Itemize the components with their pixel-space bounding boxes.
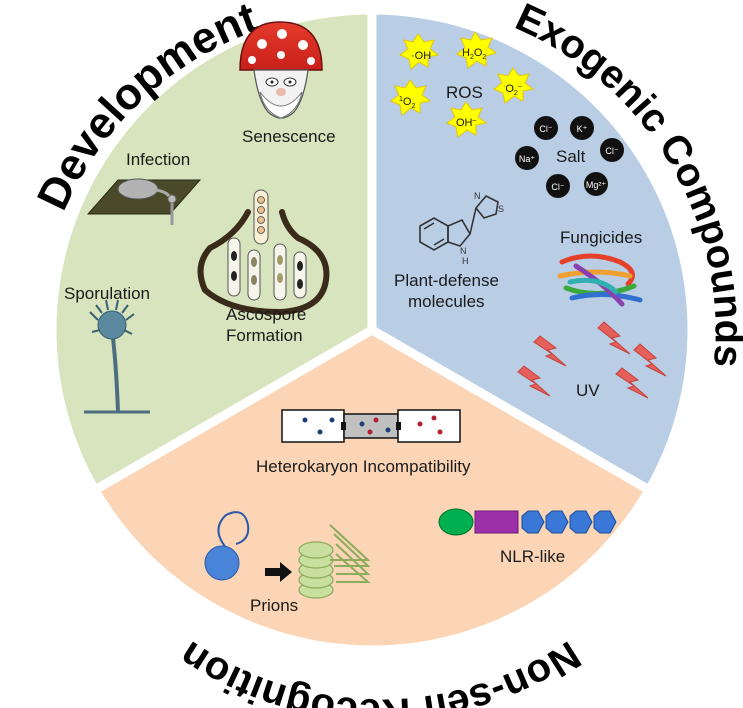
heterokaryon-label: Heterokaryon Incompatibility — [256, 457, 471, 476]
svg-text:·OH: ·OH — [411, 50, 431, 62]
atom-n: N — [474, 191, 481, 201]
nlr-protein-icon — [438, 508, 617, 536]
prion-icon — [204, 511, 371, 599]
salt-ions: Cl⁻ K⁺ Na⁺ Cl⁻ Cl⁻ Mg²⁺ — [515, 116, 624, 198]
ros-star-5: OH– — [446, 101, 488, 138]
salt-label: Salt — [556, 147, 586, 166]
plant-defense-label-line1: Plant-defense — [394, 271, 499, 290]
protein-ribbon-icon — [557, 253, 643, 307]
fungicides-label: Fungicides — [560, 228, 642, 247]
uv-lightning-icons — [517, 321, 667, 399]
ros-label: ROS — [446, 83, 483, 102]
ion-label: Cl⁻ — [551, 182, 564, 192]
ion-label: Cl⁻ — [605, 146, 618, 156]
ascospore-label-line1: Ascospore — [226, 305, 306, 324]
ion-label: K⁺ — [577, 124, 588, 134]
mushroom-icon — [239, 21, 323, 119]
atom-s: S — [498, 204, 504, 214]
exogenic-sector — [367, 5, 697, 497]
atom-n: N — [460, 246, 467, 256]
svg-text:1O2: 1O2 — [399, 96, 415, 110]
sporulation-label: Sporulation — [64, 284, 150, 303]
heterokaryon-icon — [281, 409, 461, 443]
conidiophore-icon — [84, 299, 150, 414]
ros-star-1: ·OH — [399, 33, 440, 70]
ros-star-3: 1O2 — [390, 79, 432, 116]
svg-text:·O2–: ·O2– — [503, 83, 522, 97]
prions-label: Prions — [250, 596, 298, 615]
uv-label: UV — [576, 381, 600, 400]
ascospore-label-line2: Formation — [226, 326, 303, 345]
ion-label: Na⁺ — [519, 154, 536, 164]
molecule-icon — [419, 195, 499, 251]
infection-label: Infection — [126, 150, 190, 169]
senescence-label: Senescence — [242, 127, 336, 146]
svg-text:H2O2: H2O2 — [462, 47, 486, 61]
nlr-label: NLR-like — [500, 547, 565, 566]
infection-icon — [86, 178, 202, 225]
plant-defense-label-line2: molecules — [408, 292, 485, 311]
ros-star-2: H2O2 — [456, 31, 498, 69]
ion-label: Cl⁻ — [539, 124, 552, 134]
atom-h: H — [462, 256, 469, 266]
ion-label: Mg²⁺ — [586, 180, 606, 190]
perithecium-icon — [197, 189, 330, 316]
ros-star-4: ·O2– — [493, 67, 535, 104]
svg-text:OH–: OH– — [456, 117, 477, 129]
